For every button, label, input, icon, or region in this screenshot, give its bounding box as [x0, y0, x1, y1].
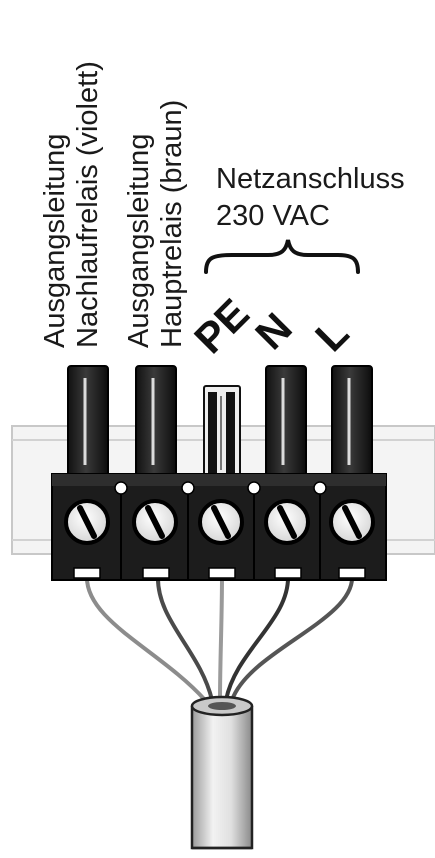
- screw-icon: [329, 499, 375, 545]
- screw-icon: [132, 499, 178, 545]
- terminal-label-l: L: [306, 309, 357, 360]
- screw-icon: [198, 499, 244, 545]
- label-mains-title: Netzanschluss: [216, 163, 405, 195]
- terminal-screws: [64, 499, 375, 545]
- wire-main-relay: [155, 573, 214, 702]
- screw-icon: [64, 499, 110, 545]
- label-output-line-1: Ausgangsleitung: [39, 134, 71, 348]
- label-main-relay: Hauptrelais (braun): [156, 100, 188, 348]
- wires: [84, 573, 355, 702]
- terminal-sleeves: [67, 365, 373, 481]
- wire-pe: [218, 573, 224, 702]
- label-output-line-2: Ausgangsleitung: [123, 134, 155, 348]
- mains-brace: [204, 239, 360, 274]
- cable-sheath: [190, 695, 254, 850]
- label-mains-voltage: 230 VAC: [216, 200, 330, 232]
- wire-aux-relay: [84, 573, 207, 702]
- terminal-label-n: N: [246, 304, 301, 359]
- label-aux-relay: Nachlaufrelais (violett): [72, 61, 104, 348]
- wire-l: [230, 573, 355, 702]
- screw-icon: [264, 499, 310, 545]
- wire-n: [224, 573, 291, 702]
